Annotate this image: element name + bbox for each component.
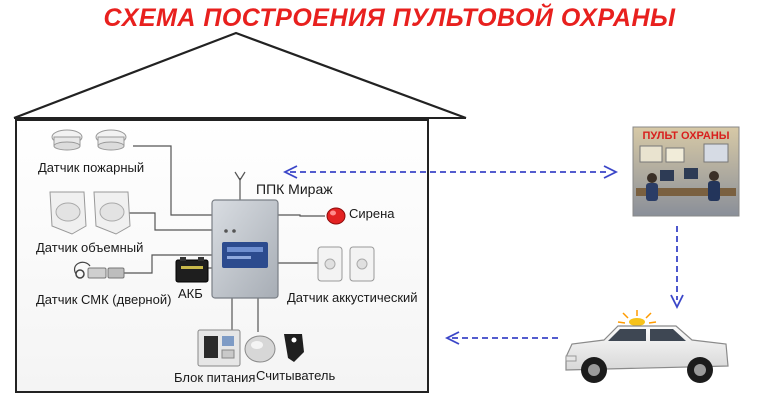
wiring bbox=[123, 145, 325, 332]
wire-siren bbox=[278, 214, 325, 217]
wire-volume-sensor bbox=[128, 212, 212, 231]
label-fire-sensor: Датчик пожарный bbox=[38, 160, 145, 175]
antenna-tip-right bbox=[239, 171, 246, 181]
label-door-sensor: Датчик СМК (дверной) bbox=[36, 292, 172, 307]
reader-icon bbox=[244, 334, 304, 363]
power-supply-icon bbox=[197, 329, 241, 367]
label-battery: АКБ bbox=[178, 286, 203, 301]
antenna-tip-left bbox=[234, 171, 241, 181]
fire-sensor-icon bbox=[51, 129, 127, 151]
patrol-car-icon bbox=[565, 310, 729, 383]
label-security-station: ПУЛЬТ ОХРАНЫ bbox=[642, 130, 730, 142]
motion-sensor-icon bbox=[49, 191, 131, 235]
wire-fire-sensor bbox=[133, 145, 212, 216]
label-reader: Считыватель bbox=[256, 368, 336, 383]
label-siren: Сирена bbox=[349, 206, 395, 221]
link-car-house bbox=[444, 331, 560, 345]
beacon-icon bbox=[617, 310, 657, 326]
security-station-photo bbox=[632, 126, 740, 217]
link-station-car bbox=[670, 226, 684, 310]
link-house-station bbox=[282, 165, 619, 179]
label-volume-sensor: Датчик объемный bbox=[36, 240, 144, 255]
label-acoustic-sensor: Датчик аккустический bbox=[287, 290, 418, 305]
label-power-supply: Блок питания bbox=[174, 370, 256, 385]
house-roof bbox=[13, 31, 467, 120]
label-panel: ППК Мираж bbox=[256, 181, 333, 197]
control-panel-device bbox=[211, 199, 279, 299]
wire-door-sensor bbox=[123, 254, 212, 274]
siren-icon bbox=[326, 207, 346, 225]
battery-icon bbox=[175, 257, 209, 283]
acoustic-sensor-icon bbox=[317, 246, 375, 282]
diagram-title: СХЕМА ПОСТРОЕНИЯ ПУЛЬТОВОЙ ОХРАНЫ bbox=[103, 4, 676, 32]
door-sensor-icon bbox=[74, 261, 125, 279]
